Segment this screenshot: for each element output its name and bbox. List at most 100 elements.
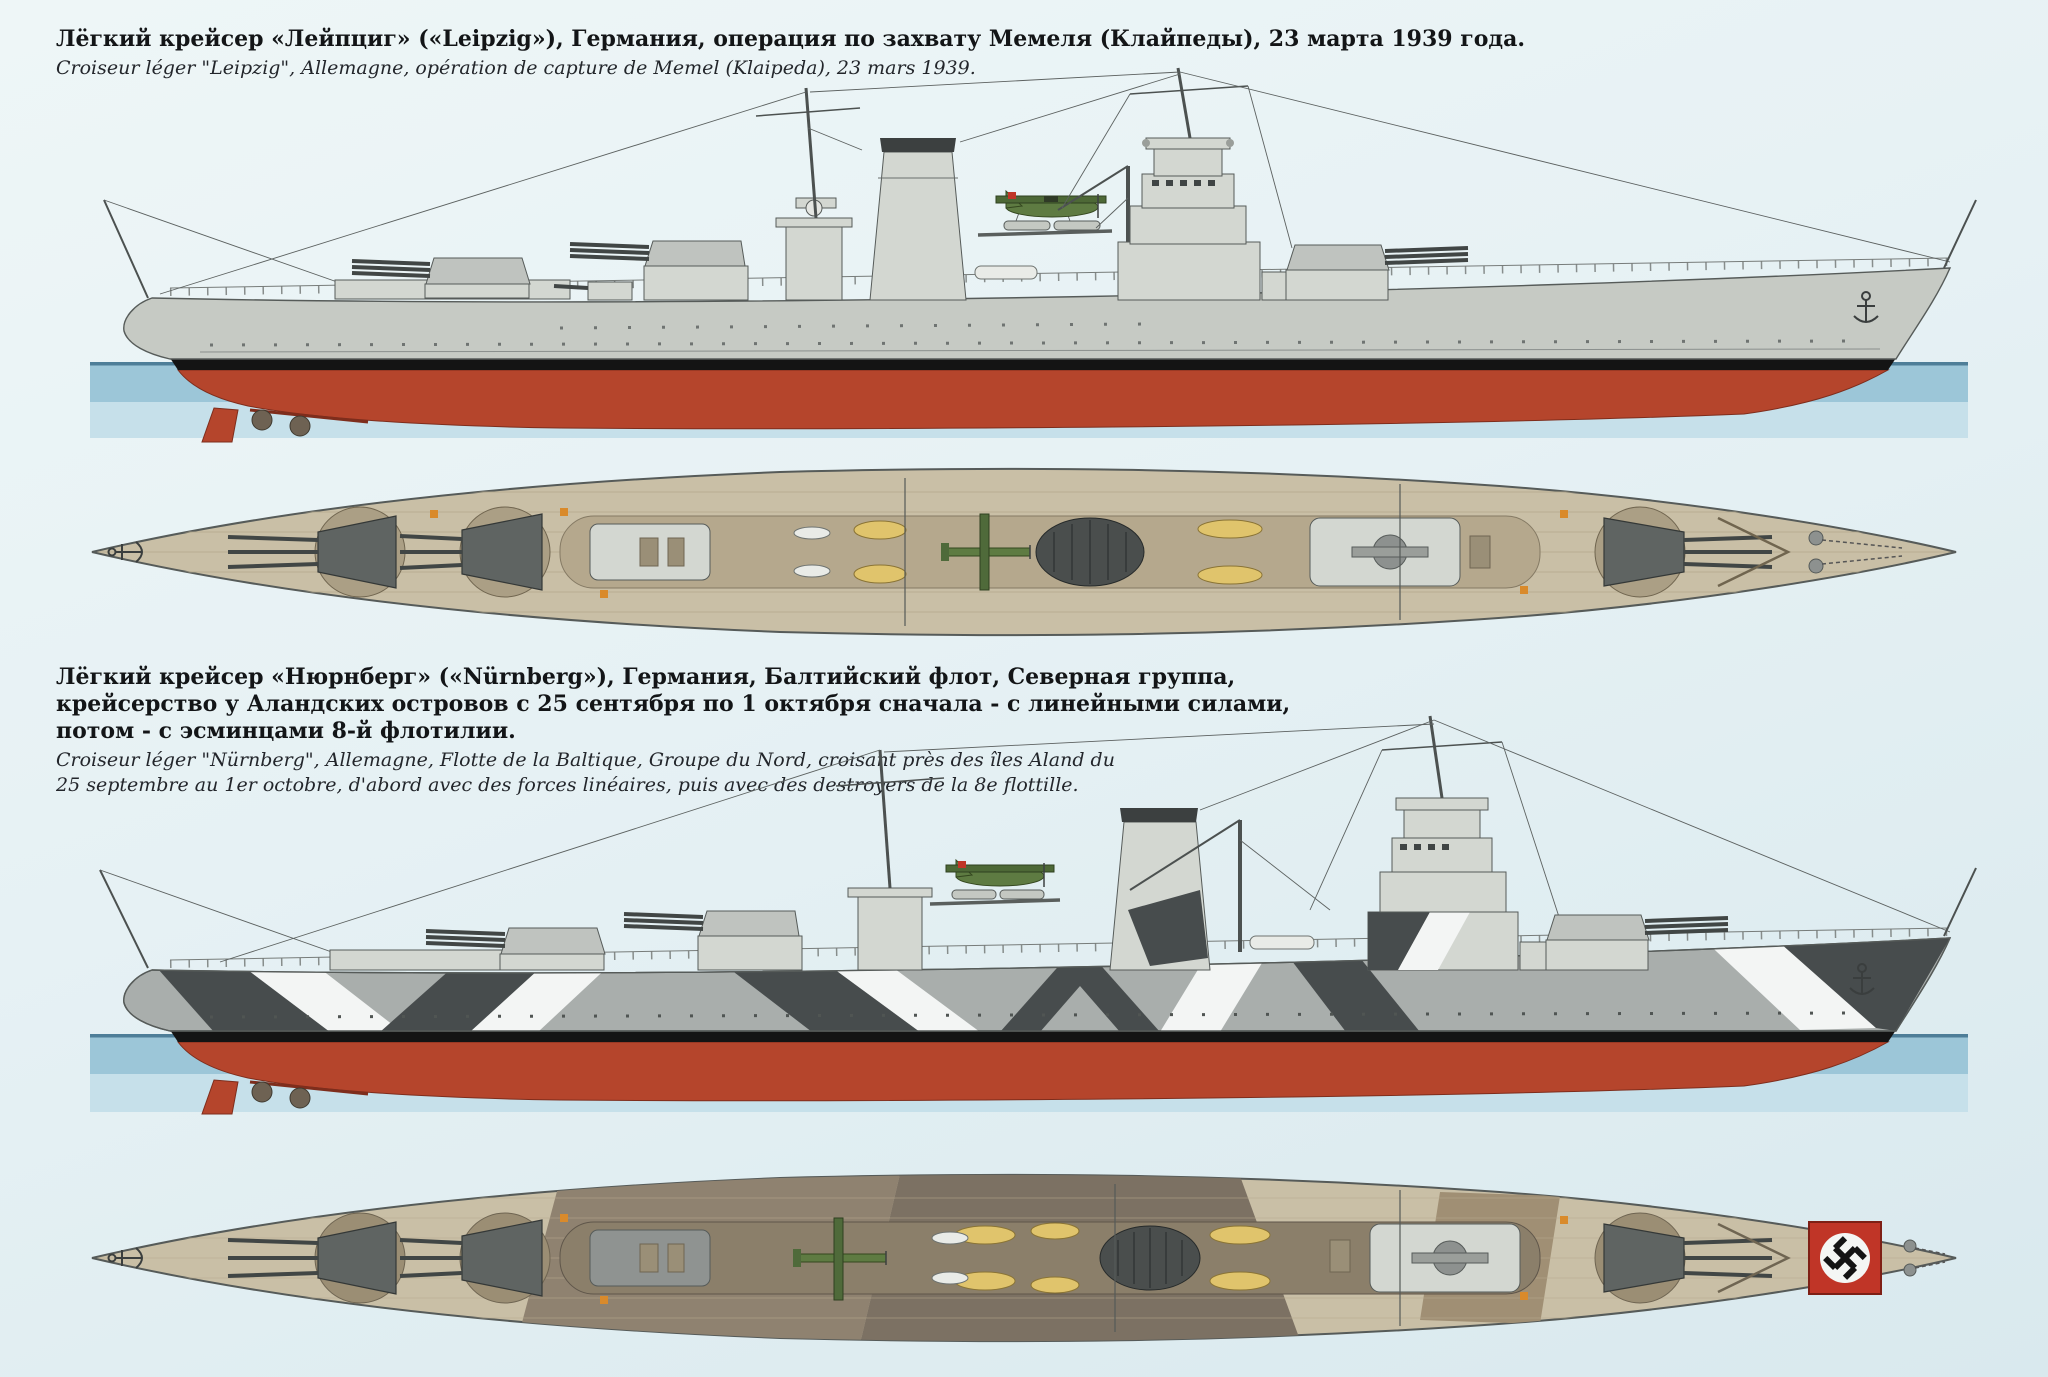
leipzig-side-view: [90, 67, 1977, 443]
breakwater: [1717, 516, 1791, 588]
bridge-block: [1369, 1223, 1521, 1293]
bridge-block: [1309, 517, 1461, 587]
rangefinder: [1351, 546, 1429, 558]
secondary-gun: [587, 281, 633, 301]
ships-boat: [974, 265, 1038, 280]
wing: [945, 864, 1055, 873]
forward-deckhouse: [1519, 941, 1551, 971]
rudder: [201, 407, 239, 443]
leipzig-lower-hull: [176, 369, 1890, 443]
stern-flagstaff: [103, 199, 149, 299]
rigging: [219, 719, 1951, 963]
forward-turret: [1545, 914, 1729, 971]
rudder: [201, 1079, 239, 1115]
aft-turret-low: [425, 927, 606, 971]
catapult: [977, 229, 1113, 237]
deck-vents: [430, 508, 1568, 598]
forward-turret: [1603, 1223, 1773, 1293]
skylights: [639, 1239, 1351, 1273]
seaplane: [929, 858, 1061, 906]
jackstaff: [1943, 867, 1977, 937]
waterline-stripe: [170, 358, 1896, 370]
funnel-grate: [1099, 1225, 1201, 1291]
capstans-chains: [1808, 530, 1903, 574]
jackstaff: [1943, 199, 1977, 269]
nurnberg-superstructure: [99, 715, 1977, 995]
nurnberg-caption-ru-2: крейсерство у Аландских островов с 25 се…: [56, 691, 1291, 717]
float: [999, 889, 1045, 900]
nurnberg-plan-view: [91, 1173, 1957, 1343]
nurnberg-caption-fr-2: 25 septembre au 1er octobre, d'abord ave…: [56, 774, 1079, 796]
skylights: [639, 535, 1491, 569]
waterline-stripe: [170, 1030, 1896, 1042]
aft-control-tower: [755, 87, 863, 301]
bridge-tower: [1117, 67, 1261, 301]
leipzig-superstructure: [103, 67, 1977, 323]
seaplane: [977, 189, 1113, 237]
nurnberg-side-view: [90, 715, 1977, 1115]
forward-deckhouse: [1261, 271, 1291, 301]
propeller: [289, 1087, 311, 1109]
anchor-icon: [107, 1247, 143, 1269]
swastika-recognition-marking: [1808, 1221, 1882, 1295]
seaplane-plan: [793, 1217, 887, 1301]
leipzig-plan-view: [91, 467, 1957, 637]
ships-boat: [1249, 935, 1315, 950]
funnel-grate: [1035, 517, 1145, 587]
main-yard: [755, 107, 861, 117]
tail-flag: [958, 861, 966, 868]
nurnberg-caption: Лёгкий крейсер «Нюрнберг» («Nürnberg»), …: [56, 664, 1290, 798]
boats: [931, 1222, 1271, 1294]
mainmast: [878, 749, 892, 889]
nurnberg-caption-ru-3: потом - с эсминцами 8-й флотилии.: [56, 718, 516, 744]
mainmast: [804, 87, 818, 219]
deck-vents: [560, 1214, 1568, 1304]
tail-flag: [1008, 192, 1016, 199]
degaussing-cable: [199, 348, 1881, 353]
rigging: [159, 71, 1951, 295]
seaplane-plan: [941, 513, 1031, 591]
forward-turret: [1285, 244, 1469, 301]
leipzig-hull: [123, 267, 1952, 360]
propeller: [251, 409, 273, 431]
funnel: [1109, 808, 1211, 971]
rangefinder: [1395, 797, 1489, 811]
catapult: [929, 898, 1061, 906]
capstans-chains: [1903, 1239, 1946, 1277]
main-yard: [835, 777, 945, 787]
superstructure-deck: [559, 1221, 1541, 1295]
bridge-tower: [1367, 715, 1519, 971]
rangefinder: [1411, 1252, 1489, 1264]
stern-flagstaff: [99, 869, 149, 969]
foremast: [1176, 67, 1192, 139]
leipzig-caption-fr: Croiseur léger "Leipzig", Allemagne, opé…: [56, 57, 976, 79]
float: [1003, 220, 1051, 231]
aft-turret-low: [351, 257, 531, 299]
aft-turrets: [227, 513, 543, 591]
leipzig-caption: Лёгкий крейсер «Лейпциг» («Leipzig»), Ге…: [56, 26, 1525, 81]
breakwater: [1717, 1222, 1791, 1294]
anchor-icon: [107, 541, 143, 563]
float: [951, 889, 997, 900]
boats: [793, 519, 1263, 585]
propeller: [251, 1081, 273, 1103]
leipzig-caption-ru: Лёгкий крейсер «Лейпциг» («Leipzig»), Ге…: [56, 26, 1525, 52]
anchor-icon: [1853, 291, 1879, 323]
nurnberg-caption-fr-1: Croiseur léger "Nürnberg", Allemagne, Fl…: [56, 749, 1115, 771]
nurnberg-caption-ru-1: Лёгкий крейсер «Нюрнберг» («Nürnberg»), …: [56, 664, 1236, 690]
rangefinder: [1145, 137, 1231, 150]
float: [1053, 220, 1101, 231]
foremast: [1428, 715, 1444, 799]
funnel: [869, 138, 967, 301]
aft-turret-super: [623, 910, 803, 971]
aft-turret-super: [569, 240, 749, 301]
aft-control-tower: [835, 749, 945, 971]
hull-outline: [123, 937, 1952, 1032]
fore-yard: [1129, 85, 1249, 95]
nurnberg-lower-hull: [176, 1041, 1890, 1115]
propeller: [289, 415, 311, 437]
funnel-camo: [1128, 890, 1208, 966]
aft-turrets: [227, 1219, 543, 1297]
fore-yard: [1381, 741, 1503, 751]
